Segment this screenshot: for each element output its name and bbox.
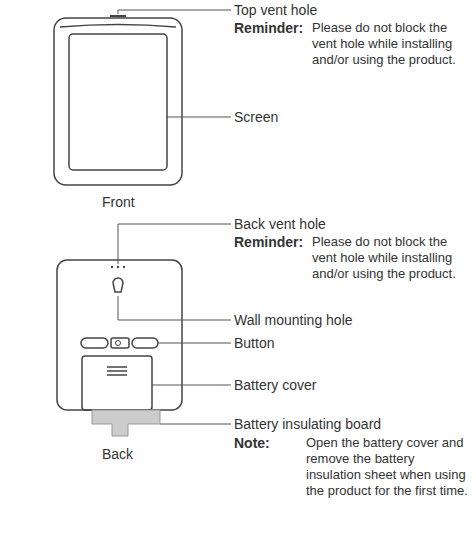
back-housing: [57, 260, 182, 410]
reminder-heading: Reminder:: [234, 20, 303, 36]
cover-grip: [107, 370, 127, 372]
callout-label: Battery cover: [234, 377, 316, 393]
leader-line: [160, 424, 231, 425]
leader-line: [152, 385, 231, 386]
leader-line: [118, 224, 231, 264]
button-icon: [116, 341, 121, 346]
view-label: Front: [102, 194, 135, 210]
insulating-board: [92, 410, 160, 436]
vent-dot: [111, 266, 113, 268]
callout-label: Top vent hole: [234, 2, 317, 18]
leader-line: [118, 10, 231, 14]
view-label: Back: [102, 446, 133, 462]
callout-label: Button: [234, 335, 274, 351]
button-right: [132, 338, 158, 348]
note-heading: Note:: [234, 435, 270, 451]
callout-label: Battery insulating board: [234, 416, 381, 432]
button-left: [81, 338, 108, 348]
vent-dot: [123, 266, 125, 268]
note-text: Open the battery cover and remove the ba…: [306, 435, 472, 499]
reminder-text: Please do not block the vent hole while …: [312, 20, 462, 68]
callout-label: Wall mounting hole: [234, 312, 353, 328]
leader-line: [158, 343, 231, 344]
front-top-edge: [60, 25, 176, 28]
cover-grip: [107, 374, 127, 376]
cover-grip: [107, 366, 127, 368]
reminder-heading: Reminder:: [234, 234, 303, 250]
leader-line: [118, 296, 231, 320]
vent-dot: [117, 266, 119, 268]
battery-cover: [82, 356, 152, 410]
leader-line: [167, 117, 231, 118]
reminder-text: Please do not block the vent hole while …: [312, 234, 462, 282]
front-housing: [54, 18, 182, 185]
button-mid: [111, 338, 129, 348]
top-vent: [110, 15, 126, 17]
screen-outline: [69, 34, 167, 170]
callout-label: Back vent hole: [234, 216, 326, 232]
callout-label: Screen: [234, 109, 278, 125]
keyhole: [113, 278, 123, 292]
